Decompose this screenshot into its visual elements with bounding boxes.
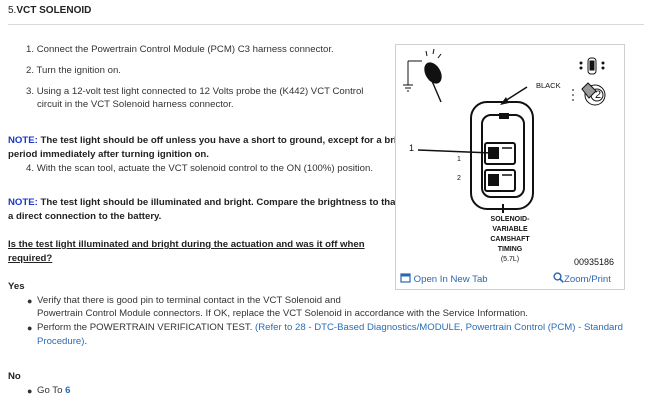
section-title: VCT SOLENOID <box>16 5 92 16</box>
no-label: No <box>8 371 21 382</box>
caption-line: (5.7L) <box>500 256 520 263</box>
caption-line: CAMSHAFT <box>490 236 530 243</box>
bullet-dot: ● <box>27 323 33 333</box>
yes-bullet-2-cont: Procedure). <box>37 335 87 349</box>
pin-number-1: 1 <box>457 156 461 163</box>
magnifier-icon <box>553 272 564 283</box>
step-number: 2. <box>26 65 35 76</box>
bullet-dot: ● <box>27 296 33 306</box>
yes-bullet-1: ● Verify that there is good pin to termin… <box>27 294 341 308</box>
step-text: With the scan tool, actuate the VCT sole… <box>36 163 374 174</box>
figure-caption: SOLENOID- VARIABLE CAMSHAFT TIMING (5.7L… <box>460 215 560 265</box>
bullet-text: Verify that there is good pin to termina… <box>37 295 341 306</box>
open-tab-label: Open In New Tab <box>413 274 488 285</box>
note-text: a direct connection to the battery. <box>8 211 162 222</box>
caption-line: TIMING <box>497 246 523 253</box>
step-1: 1. Connect the Powertrain Control Module… <box>26 43 334 57</box>
step-text: circuit in the VCT Solenoid harness conn… <box>37 99 234 110</box>
step-text: Turn the ignition on. <box>36 65 121 76</box>
note-text: period immediately after turning ignitio… <box>8 149 209 160</box>
connector-body <box>470 101 534 213</box>
step-3: 3. Using a 12-volt test light connected … <box>26 85 363 99</box>
zoom-label: Zoom/Print <box>564 274 611 285</box>
yes-label: Yes <box>8 281 25 292</box>
yes-bullet-1-cont: Powertrain Control Module connectors. If… <box>37 308 528 319</box>
heading-divider <box>8 24 644 25</box>
question-line-2: required? <box>8 253 53 264</box>
note-1-cont: period immediately after turning ignitio… <box>8 148 209 162</box>
step-number: 1. <box>26 44 35 55</box>
bullet-dot: ● <box>27 386 33 396</box>
step-number: 3. <box>26 86 35 97</box>
wire-color-label: BLACK <box>536 81 561 90</box>
bullet-text: . <box>84 336 88 347</box>
bullet-text: Perform the POWERTRAIN VERIFICATION TEST… <box>37 322 256 333</box>
zoom-print-button[interactable]: Zoom/Print <box>553 272 611 285</box>
open-in-new-tab-button[interactable]: Open In New Tab <box>400 273 488 285</box>
step-4: 4. With the scan tool, actuate the VCT s… <box>26 162 373 176</box>
section-heading: 5.VCT SOLENOID <box>8 5 91 16</box>
yes-bullet-2: ● Perform the POWERTRAIN VERIFICATION TES… <box>27 321 623 335</box>
note-1: NOTE: The test light should be off unles… <box>8 134 405 148</box>
refer-link-cont[interactable]: Procedure) <box>37 336 85 347</box>
caption-line: SOLENOID- <box>490 216 530 223</box>
note-2: NOTE: The test light should be illuminat… <box>8 196 410 210</box>
step-text: Connect the Powertrain Control Module (P… <box>36 44 334 55</box>
note-text: The test light should be illuminated and… <box>37 197 411 208</box>
note-2-cont: a direct connection to the battery. <box>8 210 161 224</box>
note-label: NOTE: <box>8 197 38 208</box>
open-tab-icon <box>400 273 411 283</box>
key-number-label: 2 <box>595 89 602 101</box>
no-bullet-1: ● Go To 6 <box>27 384 71 398</box>
step-2: 2. Turn the ignition on. <box>26 64 121 78</box>
step-text: Using a 12-volt test light connected to … <box>36 86 364 97</box>
question-line-1: Is the test light illuminated and bright… <box>8 239 365 250</box>
section-number: 5. <box>8 5 17 16</box>
bullet-text: Go To <box>37 385 66 396</box>
goto-step-link[interactable]: 6 <box>65 385 71 396</box>
figure-ref-number: 00935186 <box>574 257 615 267</box>
step-number: 4. <box>26 163 35 174</box>
step-3-cont: circuit in the VCT Solenoid harness conn… <box>37 98 234 112</box>
callout-number: 1 <box>409 143 415 153</box>
note-text: The test light should be off unless you … <box>37 135 406 146</box>
test-light-icon <box>403 48 442 103</box>
note-label: NOTE: <box>8 135 38 146</box>
refer-link[interactable]: (Refer to 28 - DTC-Based Diagnostics/MOD… <box>255 322 623 333</box>
figure-panel: BLACK 2 1 1 2 SOLENOID- VARIABLE CAMSHAF… <box>395 44 625 290</box>
pin-number-2: 2 <box>457 175 461 182</box>
key-connector-icon <box>572 57 606 106</box>
caption-line: VARIABLE <box>492 226 528 233</box>
connector-diagram <box>403 48 606 213</box>
